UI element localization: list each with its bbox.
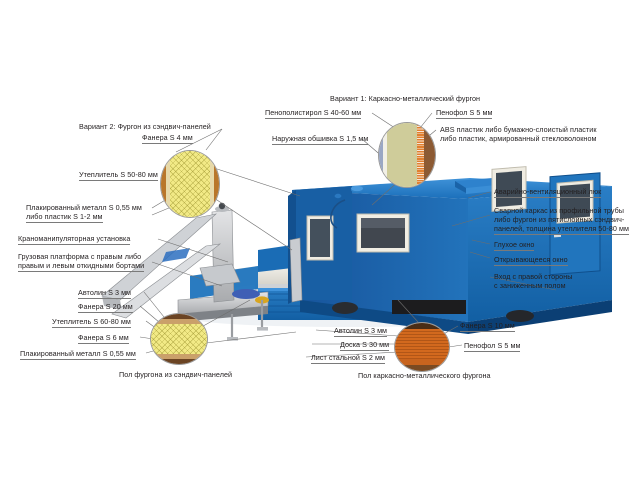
label-crane-unit: Краноманипуляторная установка	[18, 234, 131, 246]
layer-steel-sheet	[395, 365, 449, 371]
detail-floor-frame-metal	[394, 322, 450, 372]
label-plywood-20: Фанера S 20 мм	[78, 302, 133, 314]
layer-polystyrene	[386, 123, 418, 187]
layer-insulation	[169, 151, 211, 217]
label-frame-line2: либо фургон из пятислойных сэндвич-	[494, 215, 625, 224]
layer-penofol	[417, 123, 424, 187]
caption-floor-frame-metal: Пол каркасно-металлического фургона	[358, 371, 491, 380]
label-emergency-hatch: Аварийно-вентиляционный люк	[494, 187, 602, 199]
detail-floor-sandwich	[150, 313, 208, 365]
title-variant-2: Вариант 2: Фургон из сэндвич-панелей	[79, 122, 211, 131]
label-polystyrene: Пенополистирол S 40-60 мм	[265, 108, 362, 120]
label-frame-line3: панелей, толщина утеплителя 50-80 мм	[494, 224, 629, 236]
label-outer-skin: Наружная обшивка S 1,5 мм	[272, 134, 369, 146]
label-plywood-4: Фанера S 4 мм	[142, 133, 193, 145]
title-variant-1: Вариант 1: Каркасно-металлический фургон	[330, 94, 481, 103]
label-plywood-10: Фанера S 10 мм	[460, 321, 515, 333]
label-autolin-3-sandwich: Автолин S 3 мм	[78, 288, 132, 300]
label-abs-line1: ABS пластик либо бумажно-слоистый пласти…	[440, 125, 597, 134]
label-entrance-line2: с заниженным полом	[494, 281, 566, 290]
label-clad-metal-line2: либо пластик S 1-2 мм	[26, 212, 103, 224]
layer-plywood-6	[151, 354, 207, 359]
detail-frame-metal-wall-panel	[378, 122, 436, 188]
label-entrance-line1: Вход с правой стороны	[494, 272, 573, 281]
layer-board-30	[395, 328, 449, 360]
layer-clad-metal-floor	[151, 359, 207, 364]
label-blind-window: Глухое окно	[494, 240, 535, 252]
caption-floor-sandwich: Пол фургона из сэндвич-панелей	[119, 370, 233, 379]
layer-gap	[383, 123, 387, 187]
layer-clad-metal	[161, 151, 167, 217]
layer-autolin	[151, 314, 207, 319]
layer-insulation-60-80	[151, 324, 207, 354]
layer-abs-plastic	[423, 123, 435, 187]
layer-autolin-frame	[395, 323, 449, 329]
layer-penofol-floor	[395, 359, 449, 366]
label-frame-line1: Сварной каркас из профильной трубы	[494, 206, 624, 215]
label-platform-line1: Грузовая платформа с правым либо	[18, 252, 142, 261]
label-clad-metal-floor: Плакированный металл S 0,55 мм	[20, 349, 136, 361]
layer-plywood-20	[151, 319, 207, 324]
label-insulation-50-80: Утеплитель S 50-80 мм	[79, 170, 158, 182]
label-insulation-60-80: Утеплитель S 60-80 мм	[52, 317, 131, 329]
layer-outer-skin	[379, 123, 384, 187]
label-clad-metal-line1: Плакированный металл S 0,55 мм	[26, 203, 142, 212]
layer-plywood-inner	[210, 151, 214, 217]
label-board-30: Доска S 30 мм	[340, 340, 390, 352]
label-platform-line2: правым и левым откидными бортами	[18, 261, 145, 273]
detail-sandwich-wall-panel	[160, 150, 220, 218]
label-autolin-3-frame: Автолин S 3 мм	[334, 326, 388, 338]
label-penofol-wall: Пенофол S 5 мм	[436, 108, 493, 120]
label-penofol-floor: Пенофол S 5 мм	[464, 341, 521, 353]
label-abs-line2: либо пластик, армированный стекловолокно…	[440, 134, 597, 143]
label-steel-sheet: Лист стальной S 2 мм	[311, 353, 386, 365]
layer-clad-metal-inner	[213, 151, 219, 217]
layer-plywood-outer	[166, 151, 170, 217]
label-plywood-6: Фанера S 6 мм	[78, 333, 129, 345]
label-opening-window: Открывающееся окно	[494, 255, 568, 267]
